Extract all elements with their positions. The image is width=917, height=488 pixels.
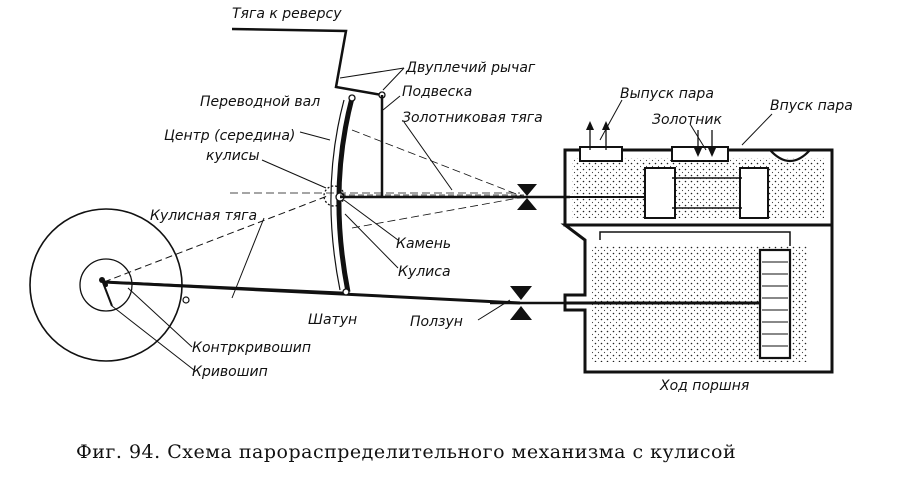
label-hanger: Подвеска [402,84,472,100]
radius-dashed-upper [351,129,525,198]
label-admission: Впуск пара [770,98,853,114]
leader-lines [111,67,773,371]
label-link-center-1: Центр (середина) [164,128,295,144]
label-link: Кулиса [398,264,451,280]
link-rod [103,280,347,295]
label-crank: Кривошип [192,364,268,380]
steam-chest [563,121,834,227]
radius-dashed-lower [351,196,525,229]
figure-caption: Фиг. 94. Схема парораспределительного ме… [76,441,736,463]
piston-crosshead [490,286,565,320]
cylinder [560,223,834,374]
label-counter-crank: Контркривошип [192,340,311,356]
label-two-arm-lever: Двуплечий рычаг [405,60,536,76]
label-valve-rod: Золотниковая тяга [402,110,543,126]
label-piston-stroke: Ход поршня [659,378,749,394]
label-valve: Золотник [652,112,722,128]
label-link-center-2: кулисы [206,148,260,164]
label-link-rod: Кулисная тяга [150,208,257,224]
label-exhaust: Выпуск пара [620,86,714,102]
label-connecting-rod: Шатун [308,312,357,328]
reverse-rod [231,27,383,97]
label-crosshead: Ползун [410,314,463,330]
label-reverse-rod: Тяга к реверсу [232,6,342,22]
label-die-block: Камень [396,236,451,252]
label-transfer-shaft: Переводной вал [200,94,320,110]
valve-crosshead [515,184,570,210]
link-rod-dashed [103,194,331,283]
